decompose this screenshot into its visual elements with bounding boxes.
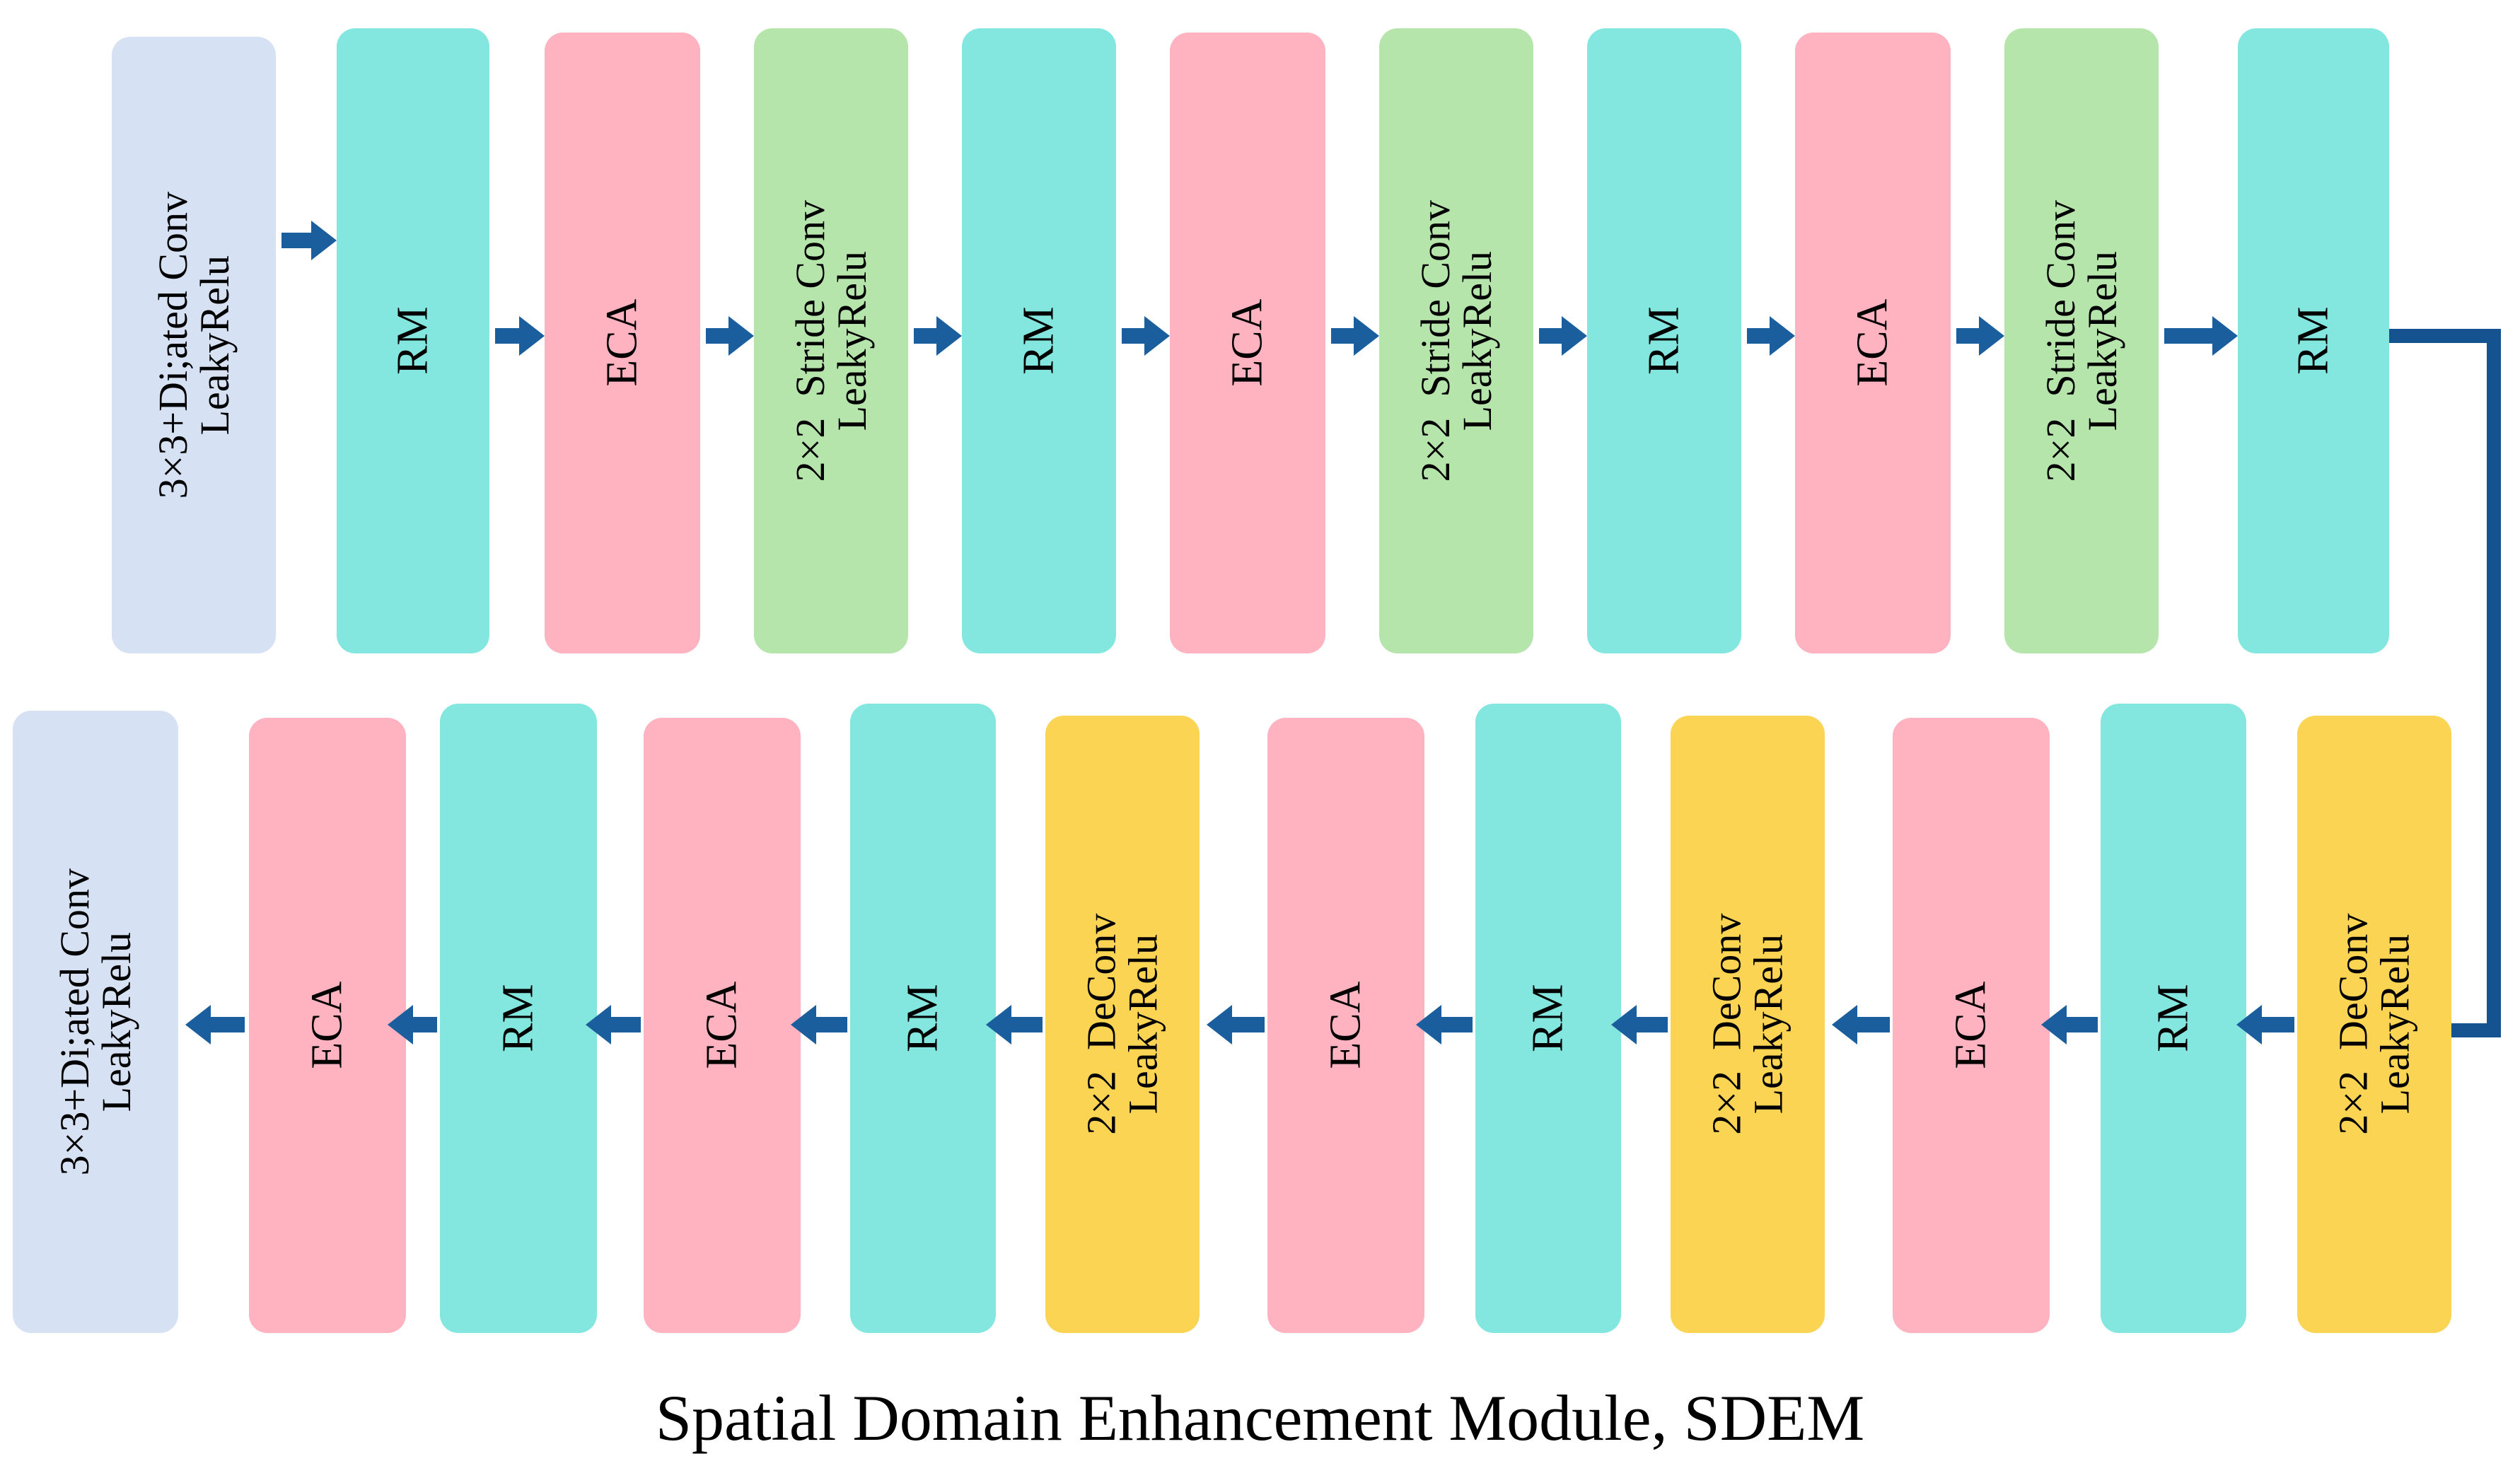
block-r1-stride-conv-3[interactable]: 2×2 Stride Conv LeakyRelu	[2004, 28, 2159, 653]
block-r2-deconv-1[interactable]: 2×2 DeConv LeakyRelu	[1045, 716, 1200, 1333]
arrow-r2-5	[1207, 1005, 1265, 1045]
arrow-r1-6	[1539, 316, 1587, 356]
arrow-r1-9	[2164, 316, 2238, 356]
arrow-r1-5	[1331, 316, 1379, 356]
block-r1-rm-1[interactable]: RM	[337, 28, 489, 653]
block-r1-eca-1[interactable]: ECA	[545, 33, 700, 653]
arrow-r2-4	[986, 1005, 1043, 1045]
block-label: RM	[2289, 306, 2338, 376]
arrow-r1-0	[281, 221, 337, 260]
block-label: ECA	[1223, 298, 1272, 387]
block-r1-eca-2[interactable]: ECA	[1170, 33, 1325, 653]
arrow-r2-7	[1611, 1005, 1668, 1045]
block-label: RM	[2149, 984, 2197, 1053]
block-r1-dilated-conv[interactable]: 3×3+Di;ated Conv LeakyRelu	[112, 37, 276, 653]
block-label: ECA	[1321, 981, 1370, 1069]
connector-segment-horizontal-top	[2389, 329, 2501, 343]
block-r2-deconv-3[interactable]: 2×2 DeConv LeakyRelu	[2297, 716, 2451, 1333]
block-r2-eca-3[interactable]: ECA	[1267, 718, 1424, 1333]
arrow-r2-9	[2041, 1005, 2098, 1045]
arrow-r1-4	[1122, 316, 1170, 356]
arrow-r2-3	[791, 1005, 847, 1045]
block-label: 2×2 DeConv LeakyRelu	[2330, 913, 2418, 1136]
block-r2-eca-1[interactable]: ECA	[249, 718, 406, 1333]
block-label: ECA	[303, 981, 352, 1069]
block-r2-dilated-conv[interactable]: 3×3+Di;ated Conv LeakyRelu	[13, 711, 178, 1333]
block-label: RM	[1523, 984, 1572, 1053]
arrow-r1-7	[1747, 316, 1795, 356]
connector-segment-horizontal-bottom	[2449, 1023, 2501, 1037]
block-label: 3×3+Di;ated Conv LeakyRelu	[149, 191, 238, 499]
block-label: RM	[388, 306, 437, 376]
connector-segment-vertical	[2487, 329, 2501, 1037]
block-label: RM	[898, 984, 947, 1053]
block-label: ECA	[1848, 298, 1897, 387]
block-r2-rm-1[interactable]: RM	[440, 704, 597, 1333]
block-r2-deconv-2[interactable]: 2×2 DeConv LeakyRelu	[1671, 716, 1825, 1333]
block-label: ECA	[697, 981, 746, 1069]
block-label: ECA	[598, 298, 646, 387]
arrow-r2-10	[2236, 1005, 2294, 1045]
block-label: 2×2 Stride Conv LeakyRelu	[786, 199, 876, 482]
arrow-r1-3	[914, 316, 962, 356]
arrow-r2-0	[185, 1005, 245, 1045]
arrow-r1-8	[1956, 316, 2004, 356]
arrow-r1-2	[706, 316, 754, 356]
block-label: ECA	[1946, 981, 1995, 1069]
arrow-r2-1	[388, 1005, 437, 1045]
block-r1-rm-3[interactable]: RM	[1587, 28, 1741, 653]
block-label: 2×2 DeConv LeakyRelu	[1703, 913, 1792, 1136]
block-r1-eca-3[interactable]: ECA	[1795, 33, 1951, 653]
diagram-caption: Spatial Domain Enhancement Module, SDEM	[655, 1382, 1865, 1454]
block-r2-rm-4[interactable]: RM	[2101, 704, 2246, 1333]
block-r1-rm-4[interactable]: RM	[2238, 28, 2389, 653]
block-r2-rm-2[interactable]: RM	[850, 704, 996, 1333]
block-label: RM	[494, 984, 542, 1053]
arrow-r1-1	[495, 316, 545, 356]
arrow-r2-6	[1416, 1005, 1473, 1045]
block-label: 2×2 Stride Conv LeakyRelu	[2037, 199, 2126, 482]
block-label: RM	[1639, 306, 1688, 376]
block-label: 2×2 Stride Conv LeakyRelu	[1412, 199, 1501, 482]
block-r1-rm-2[interactable]: RM	[962, 28, 1116, 653]
block-label: 2×2 DeConv LeakyRelu	[1078, 913, 1166, 1136]
arrow-r2-8	[1832, 1005, 1890, 1045]
arrow-r2-2	[586, 1005, 641, 1045]
block-label: RM	[1014, 306, 1063, 376]
block-r2-eca-2[interactable]: ECA	[644, 718, 801, 1333]
block-r2-rm-3[interactable]: RM	[1475, 704, 1621, 1333]
block-r2-eca-4[interactable]: ECA	[1893, 718, 2050, 1333]
block-r1-stride-conv-2[interactable]: 2×2 Stride Conv LeakyRelu	[1379, 28, 1533, 653]
block-label: 3×3+Di;ated Conv LeakyRelu	[51, 868, 140, 1176]
block-r1-stride-conv-1[interactable]: 2×2 Stride Conv LeakyRelu	[754, 28, 908, 653]
